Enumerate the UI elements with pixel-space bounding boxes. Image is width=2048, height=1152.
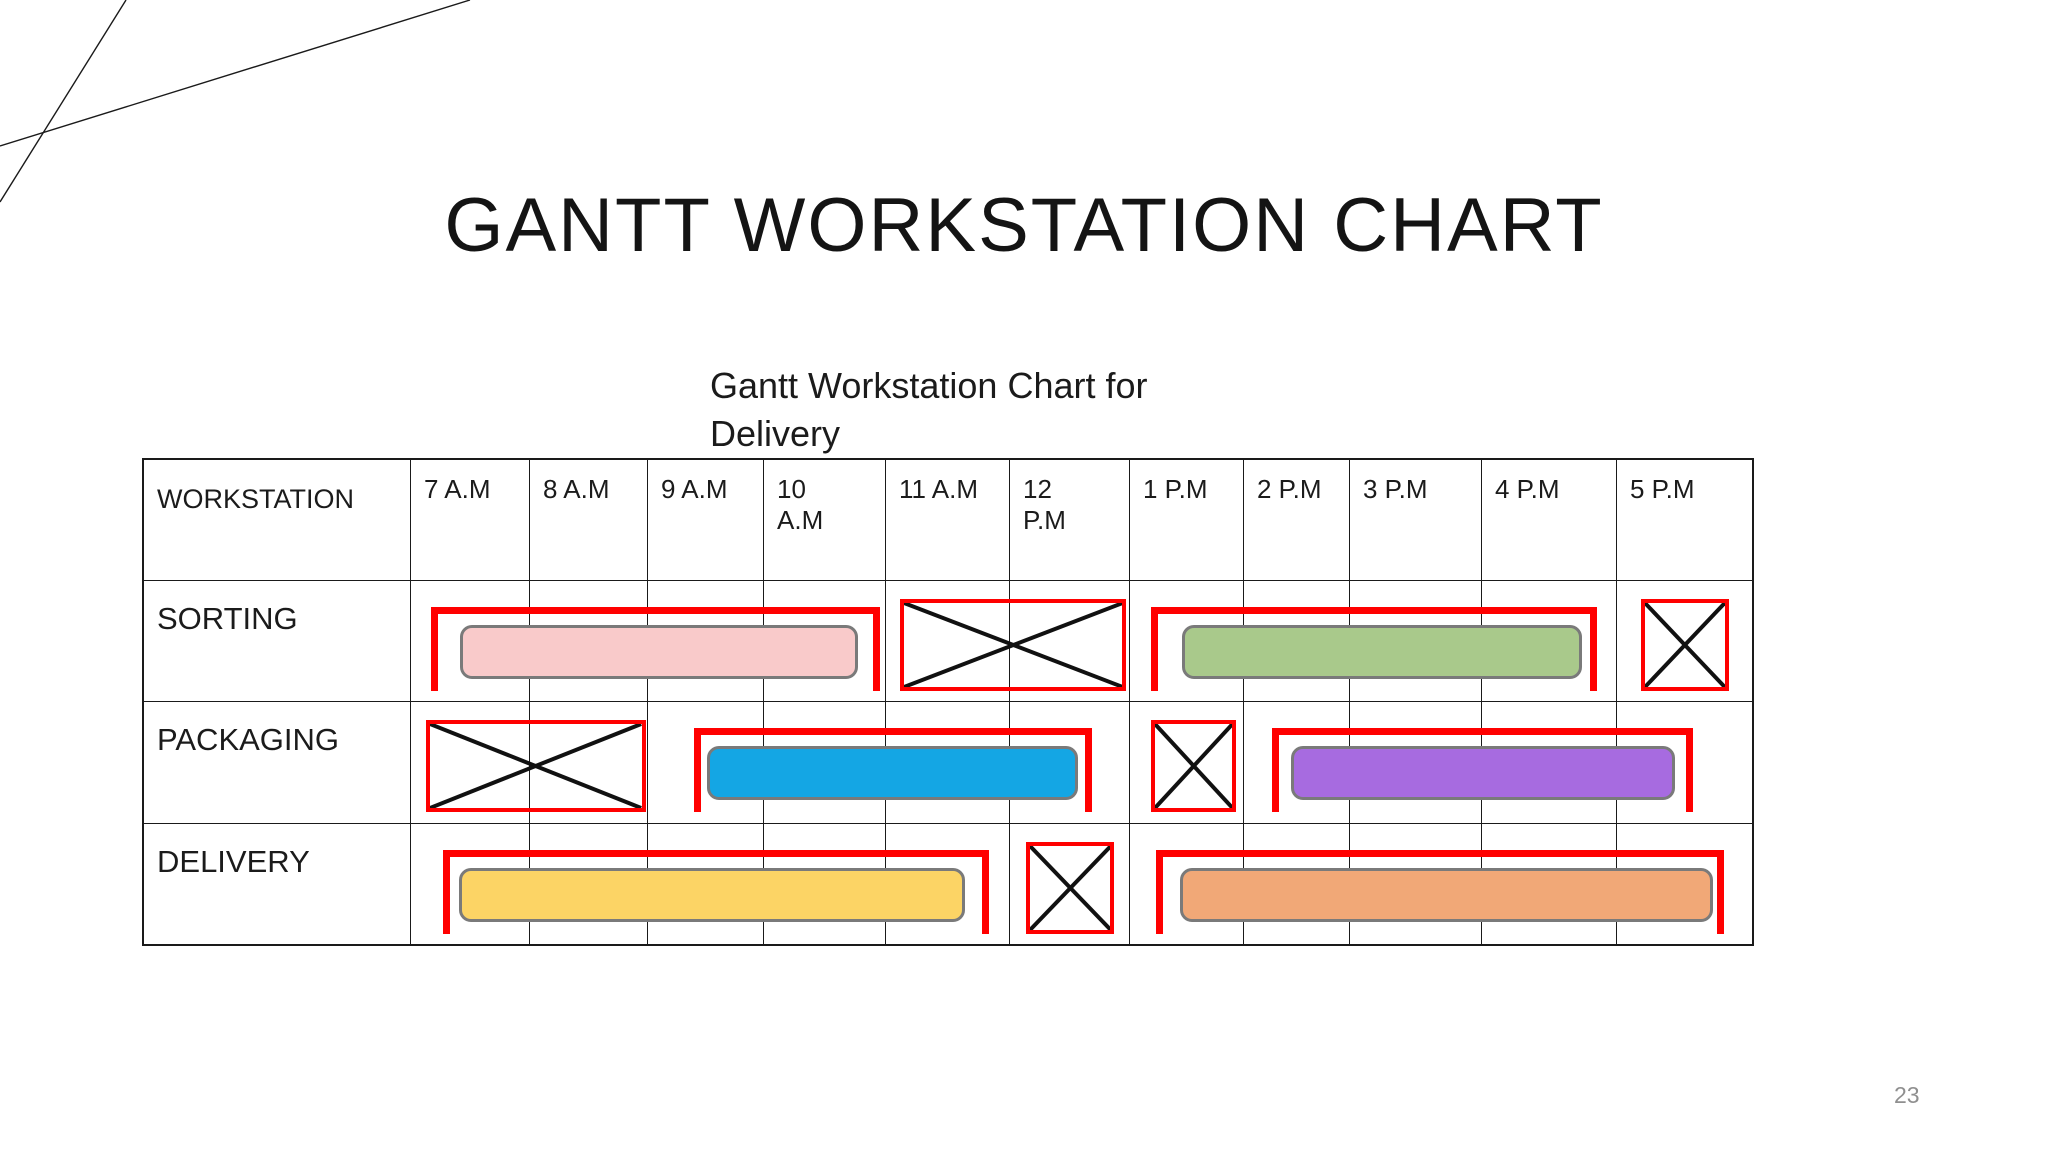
grid-cell xyxy=(648,581,764,702)
grid-cell xyxy=(1482,581,1617,702)
chart-subtitle: Gantt Workstation Chart for Delivery xyxy=(710,365,1148,454)
grid-cell xyxy=(1010,824,1130,944)
gantt-chart: WORKSTATION 7 A.M 8 A.M 9 A.M 10 A.M 11 … xyxy=(142,458,1754,946)
grid-cell xyxy=(1350,702,1482,824)
grid-cell xyxy=(1244,702,1350,824)
column-header-7am: 7 A.M xyxy=(411,460,530,581)
grid-cell xyxy=(1244,581,1350,702)
grid-cell xyxy=(530,824,648,944)
grid-cell xyxy=(1130,824,1244,944)
grid-cell xyxy=(1350,824,1482,944)
row-label-packaging: PACKAGING xyxy=(144,702,411,824)
grid-cell xyxy=(411,702,530,824)
grid-cell xyxy=(411,581,530,702)
page-number: 23 xyxy=(1894,1082,1920,1108)
grid-cell xyxy=(1617,702,1752,824)
column-header-3pm: 3 P.M xyxy=(1350,460,1482,581)
grid-cell xyxy=(1130,581,1244,702)
column-header-workstation: WORKSTATION xyxy=(144,460,411,581)
column-header-4pm: 4 P.M xyxy=(1482,460,1617,581)
column-header-11am: 11 A.M xyxy=(886,460,1010,581)
grid-cell xyxy=(1482,824,1617,944)
grid-cell xyxy=(530,702,648,824)
grid-cell xyxy=(1130,702,1244,824)
grid-cell xyxy=(1350,581,1482,702)
row-label-delivery: DELIVERY xyxy=(144,824,411,944)
column-header-10am: 10 A.M xyxy=(764,460,886,581)
column-header-2pm: 2 P.M xyxy=(1244,460,1350,581)
page-title: GANTT WORKSTATION CHART xyxy=(444,183,1604,268)
grid-cell xyxy=(1010,702,1130,824)
grid-cell xyxy=(648,702,764,824)
column-header-12pm: 12 P.M xyxy=(1010,460,1130,581)
grid-cell xyxy=(1010,581,1130,702)
row-label-sorting: SORTING xyxy=(144,581,411,702)
grid-cell xyxy=(886,581,1010,702)
decorative-corner-lines xyxy=(0,0,471,203)
column-header-8am: 8 A.M xyxy=(530,460,648,581)
grid-cell xyxy=(530,581,648,702)
grid-cell xyxy=(1617,824,1752,944)
grid-cell xyxy=(764,581,886,702)
column-header-9am: 9 A.M xyxy=(648,460,764,581)
column-header-1pm: 1 P.M xyxy=(1130,460,1244,581)
column-header-5pm: 5 P.M xyxy=(1617,460,1752,581)
grid-cell xyxy=(1482,702,1617,824)
grid-cell xyxy=(886,702,1010,824)
grid-cell xyxy=(1617,581,1752,702)
grid-cell xyxy=(764,824,886,944)
grid-cell xyxy=(1244,824,1350,944)
grid-cell xyxy=(411,824,530,944)
grid-cell xyxy=(886,824,1010,944)
grid-cell xyxy=(648,824,764,944)
gantt-grid: WORKSTATION 7 A.M 8 A.M 9 A.M 10 A.M 11 … xyxy=(142,458,1754,946)
grid-cell xyxy=(764,702,886,824)
